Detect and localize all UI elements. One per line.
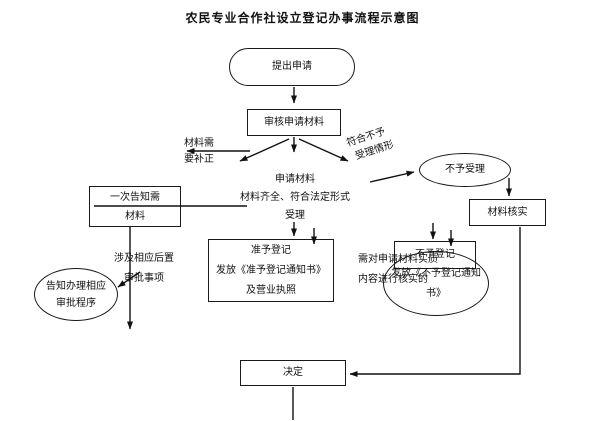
arrow-review-branch-right [298,138,349,162]
node-label: 材料核实 [487,206,528,218]
node-review-materials: 审核申请材料 [247,109,341,136]
node-label-line3: 及营业执照 [246,284,296,296]
node-decision: 决定 [240,360,346,386]
page-title: 农民专业合作社设立登记办事流程示意图 [185,11,420,25]
node-verify-materials: 材料核实 [469,199,546,226]
node-label-line1: 一次告知需 [110,191,160,203]
node-submit-application: 提出申请 [229,48,355,86]
node-label-line2: 材料 [125,210,145,222]
node-label: 提出申请 [272,61,312,72]
node-label: 审核申请材料 [264,116,324,128]
node-inform-approval-procedure: 告知办理相应 审批程序 [34,268,118,321]
label-post-approval-matters: 涉及相应后置 审批事项 [114,253,174,284]
arrow-review-branch-left [239,138,290,162]
node-label-line2: 审批程序 [56,297,96,309]
label-materials-need-correction: 材料需 要补正 [184,138,214,165]
node-grant-registration: 准予登记 发放《准予登记通知书》 及营业执照 [208,239,334,302]
node-label-line2: 发放《准予登记通知书》 [216,264,326,276]
node-notify-once-materials: 一次告知需 材料 [89,186,181,227]
node-not-accept: 不予受理 [419,153,511,187]
node-label: 决定 [283,367,303,378]
label-accept-conditions: 申请材料 材料齐全、符合法定形式 受理 [240,174,350,221]
label-not-accept-condition: 符合不予 受理情形 [345,126,396,163]
label-need-substantive-verification: 需对申请材料实质 内容进行核实的 [358,254,438,285]
node-label-line1: 告知办理相应 [46,280,106,292]
node-label-line1: 准予登记 [251,244,291,256]
node-label: 不予受理 [445,164,485,175]
arrow-to-not-accept [369,170,415,183]
